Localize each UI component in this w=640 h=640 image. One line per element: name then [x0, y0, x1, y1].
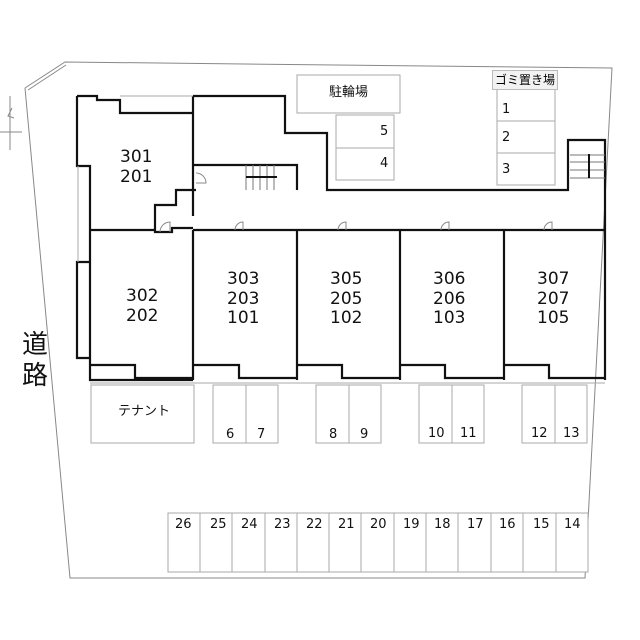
unit-number: 202	[126, 305, 159, 326]
site-boundary	[24, 61, 613, 579]
parking-slot-number: 20	[370, 517, 387, 532]
garbage-slot-2	[496, 120, 556, 154]
parking-slot-number: 26	[175, 517, 192, 532]
parking-slot-number: 12	[531, 426, 548, 441]
north-arrow-icon	[0, 96, 22, 150]
parking-slot-number: 15	[533, 517, 550, 532]
parking-slot-number: 25	[210, 517, 227, 532]
parking-slot-number: 19	[403, 517, 420, 532]
bike-slot-number: 5	[380, 124, 389, 139]
garbage-slot-number: 2	[502, 130, 511, 145]
unit-number: 101	[227, 308, 260, 329]
unit-307-label: 307 207 105	[537, 269, 570, 329]
tenant-area	[90, 384, 195, 444]
parking-slot-number: 8	[329, 427, 338, 442]
unit-number: 301	[120, 147, 153, 167]
parking-slot-number: 9	[360, 427, 369, 442]
unit-number: 203	[227, 288, 260, 309]
unit-301-label: 301 201	[120, 147, 153, 187]
unit-number: 206	[433, 288, 466, 309]
parking-slot-number: 10	[428, 426, 445, 441]
parking-slot-number: 13	[563, 426, 580, 441]
tenant-label: テナント	[118, 404, 171, 419]
unit-number: 105	[537, 308, 570, 329]
unit-number: 207	[537, 288, 570, 309]
parking-slot-number: 6	[226, 427, 235, 442]
parking-slot-number: 7	[257, 427, 266, 442]
bottom-parking-slots	[167, 512, 589, 573]
unit-number: 305	[330, 269, 363, 289]
parking-slot-number: 14	[564, 517, 581, 532]
unit-number: 102	[330, 308, 363, 329]
bicycle-parking-area	[296, 74, 401, 114]
parking-slot-number: 23	[274, 517, 291, 532]
unit-302-label: 302 202	[126, 286, 159, 326]
unit-number: 103	[433, 308, 466, 329]
parking-slot-number: 16	[499, 517, 516, 532]
garbage-slot-3	[496, 152, 556, 186]
parking-slot-number: 18	[434, 517, 451, 532]
unit-306-label: 306 206 103	[433, 269, 466, 329]
unit-303-label: 303 203 101	[227, 269, 260, 329]
parking-slot-number: 22	[306, 517, 323, 532]
garbage-slot-number: 1	[502, 102, 511, 117]
garbage-area-label: ゴミ置き場	[492, 70, 558, 90]
unit-number: 205	[330, 288, 363, 309]
unit-number: 306	[433, 269, 466, 289]
parking-slot-number: 24	[241, 517, 258, 532]
parking-slot-number: 21	[338, 517, 355, 532]
unit-305-label: 305 205 102	[330, 269, 363, 329]
unit-number: 303	[227, 269, 260, 289]
window-lines	[77, 95, 605, 384]
road-label: 道路	[21, 330, 48, 392]
unit-number: 302	[126, 286, 159, 306]
unit-number: 307	[537, 269, 570, 289]
door-icons	[159, 172, 553, 233]
unit-number: 201	[120, 166, 153, 187]
garbage-slot-number: 3	[502, 162, 511, 177]
bike-slot-number: 4	[380, 156, 389, 171]
parking-slot-number: 17	[467, 517, 484, 532]
stairs-icon	[245, 154, 605, 190]
parking-slot-number: 11	[460, 426, 477, 441]
bicycle-parking-label: 駐輪場	[329, 85, 369, 100]
bike-slot-4	[335, 147, 395, 181]
front-parking-slots	[212, 384, 588, 444]
building-walls	[75, 94, 607, 382]
